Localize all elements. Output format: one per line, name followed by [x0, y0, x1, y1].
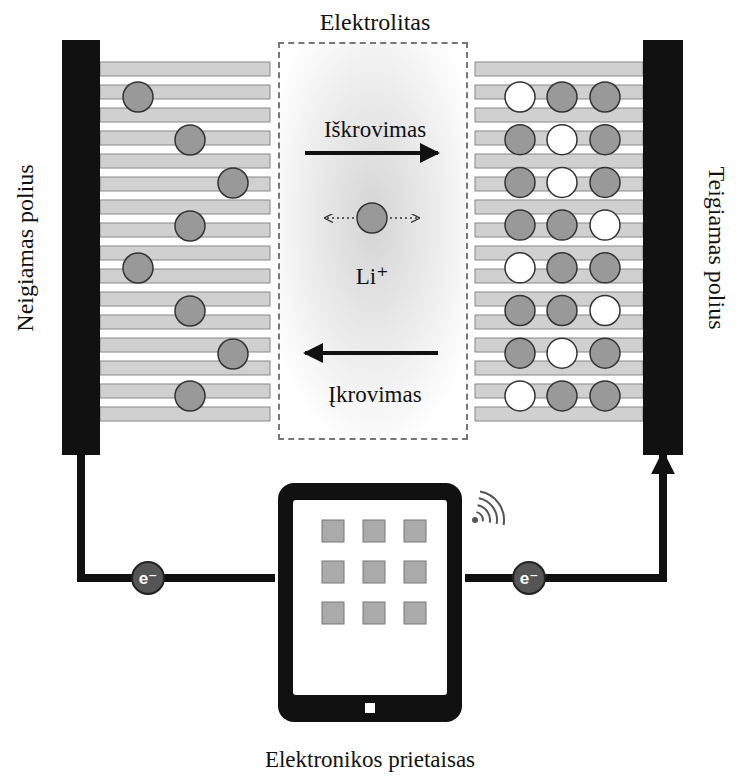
- lithium-ion: [547, 253, 577, 283]
- app-icon: [404, 561, 426, 583]
- lithium-ion: [357, 203, 387, 233]
- anode-plate: [100, 108, 270, 122]
- vacancy: [547, 125, 577, 155]
- device-label: Elektronikos prietaisas: [265, 747, 475, 772]
- negative-electrode: Neigiamas polius: [62, 40, 100, 455]
- charge-arrow: [305, 351, 438, 355]
- ion-motion-arrow: [325, 217, 354, 219]
- tablet-body: [278, 483, 462, 722]
- lithium-ion: [505, 338, 535, 368]
- app-icon: [404, 520, 426, 542]
- vacancy: [505, 82, 535, 112]
- lithium-ion: [505, 296, 535, 326]
- lithium-ion: [590, 82, 620, 112]
- electron-label: e⁻: [512, 561, 546, 595]
- anode-plate: [100, 62, 270, 76]
- lithium-ion: [590, 167, 620, 197]
- lithium-ion: [175, 211, 205, 241]
- lithium-ion: [547, 296, 577, 326]
- discharge-label: Iškrovimas: [324, 117, 426, 142]
- vacancy: [590, 296, 620, 326]
- lithium-ion: [547, 381, 577, 411]
- lithium-ion: [123, 82, 153, 112]
- lithium-ion: [547, 82, 577, 112]
- cathode-plate: [475, 62, 643, 76]
- anode-plate: [100, 246, 270, 260]
- vacancy: [590, 210, 620, 240]
- app-icon: [363, 561, 385, 583]
- ion-label: Li⁺: [356, 264, 389, 289]
- lithium-ion: [175, 296, 205, 326]
- home-button: [365, 703, 375, 713]
- app-icon: [322, 561, 344, 583]
- vacancy: [505, 381, 535, 411]
- lithium-ion: [218, 168, 248, 198]
- anode-plate: [100, 154, 270, 168]
- app-icon: [322, 520, 344, 542]
- lithium-ion: [547, 210, 577, 240]
- app-icon: [363, 602, 385, 624]
- electronic-device: Elektronikos prietaisas: [275, 480, 465, 725]
- lithium-ions: [123, 82, 620, 411]
- electrode-plates: [100, 62, 643, 421]
- ion-motion-arrow: [390, 217, 419, 219]
- pole-label: Neigiamas polius: [12, 164, 38, 331]
- electron-label: e⁻: [131, 561, 165, 595]
- app-icon: [322, 602, 344, 624]
- lithium-ion: [590, 253, 620, 283]
- electrolyte-title: Elektrolitas: [320, 9, 431, 35]
- lithium-ion: [175, 125, 205, 155]
- pole-label: Teigiamas polius: [704, 167, 730, 330]
- vacancy: [505, 253, 535, 283]
- lithium-ion: [123, 253, 153, 283]
- positive-electrode: Teigiamas polius: [643, 40, 683, 455]
- lithium-ion: [505, 210, 535, 240]
- app-icon: [404, 602, 426, 624]
- lithium-ion: [590, 338, 620, 368]
- lithium-ion: [590, 381, 620, 411]
- tablet-drawing: [275, 480, 465, 725]
- lithium-ion: [218, 339, 248, 369]
- cathode-plate: [475, 154, 643, 168]
- wifi-dot: [472, 517, 478, 523]
- lithium-ion: [505, 125, 535, 155]
- wire: [81, 455, 275, 578]
- tablet-screen: [293, 500, 447, 695]
- app-icon: [363, 520, 385, 542]
- lithium-ion: [175, 381, 205, 411]
- wifi-wave: [475, 491, 509, 525]
- discharge-arrow: [305, 151, 438, 155]
- vacancy: [547, 167, 577, 197]
- charge-label: Įkrovimas: [328, 382, 421, 407]
- lithium-ion: [505, 167, 535, 197]
- lithium-ion: [590, 125, 620, 155]
- vacancy: [547, 338, 577, 368]
- electrolyte-box: ElektrolitasIškrovimasLi⁺Įkrovimas: [278, 42, 468, 440]
- electrolyte-fill: [278, 42, 468, 440]
- wire: [465, 455, 663, 578]
